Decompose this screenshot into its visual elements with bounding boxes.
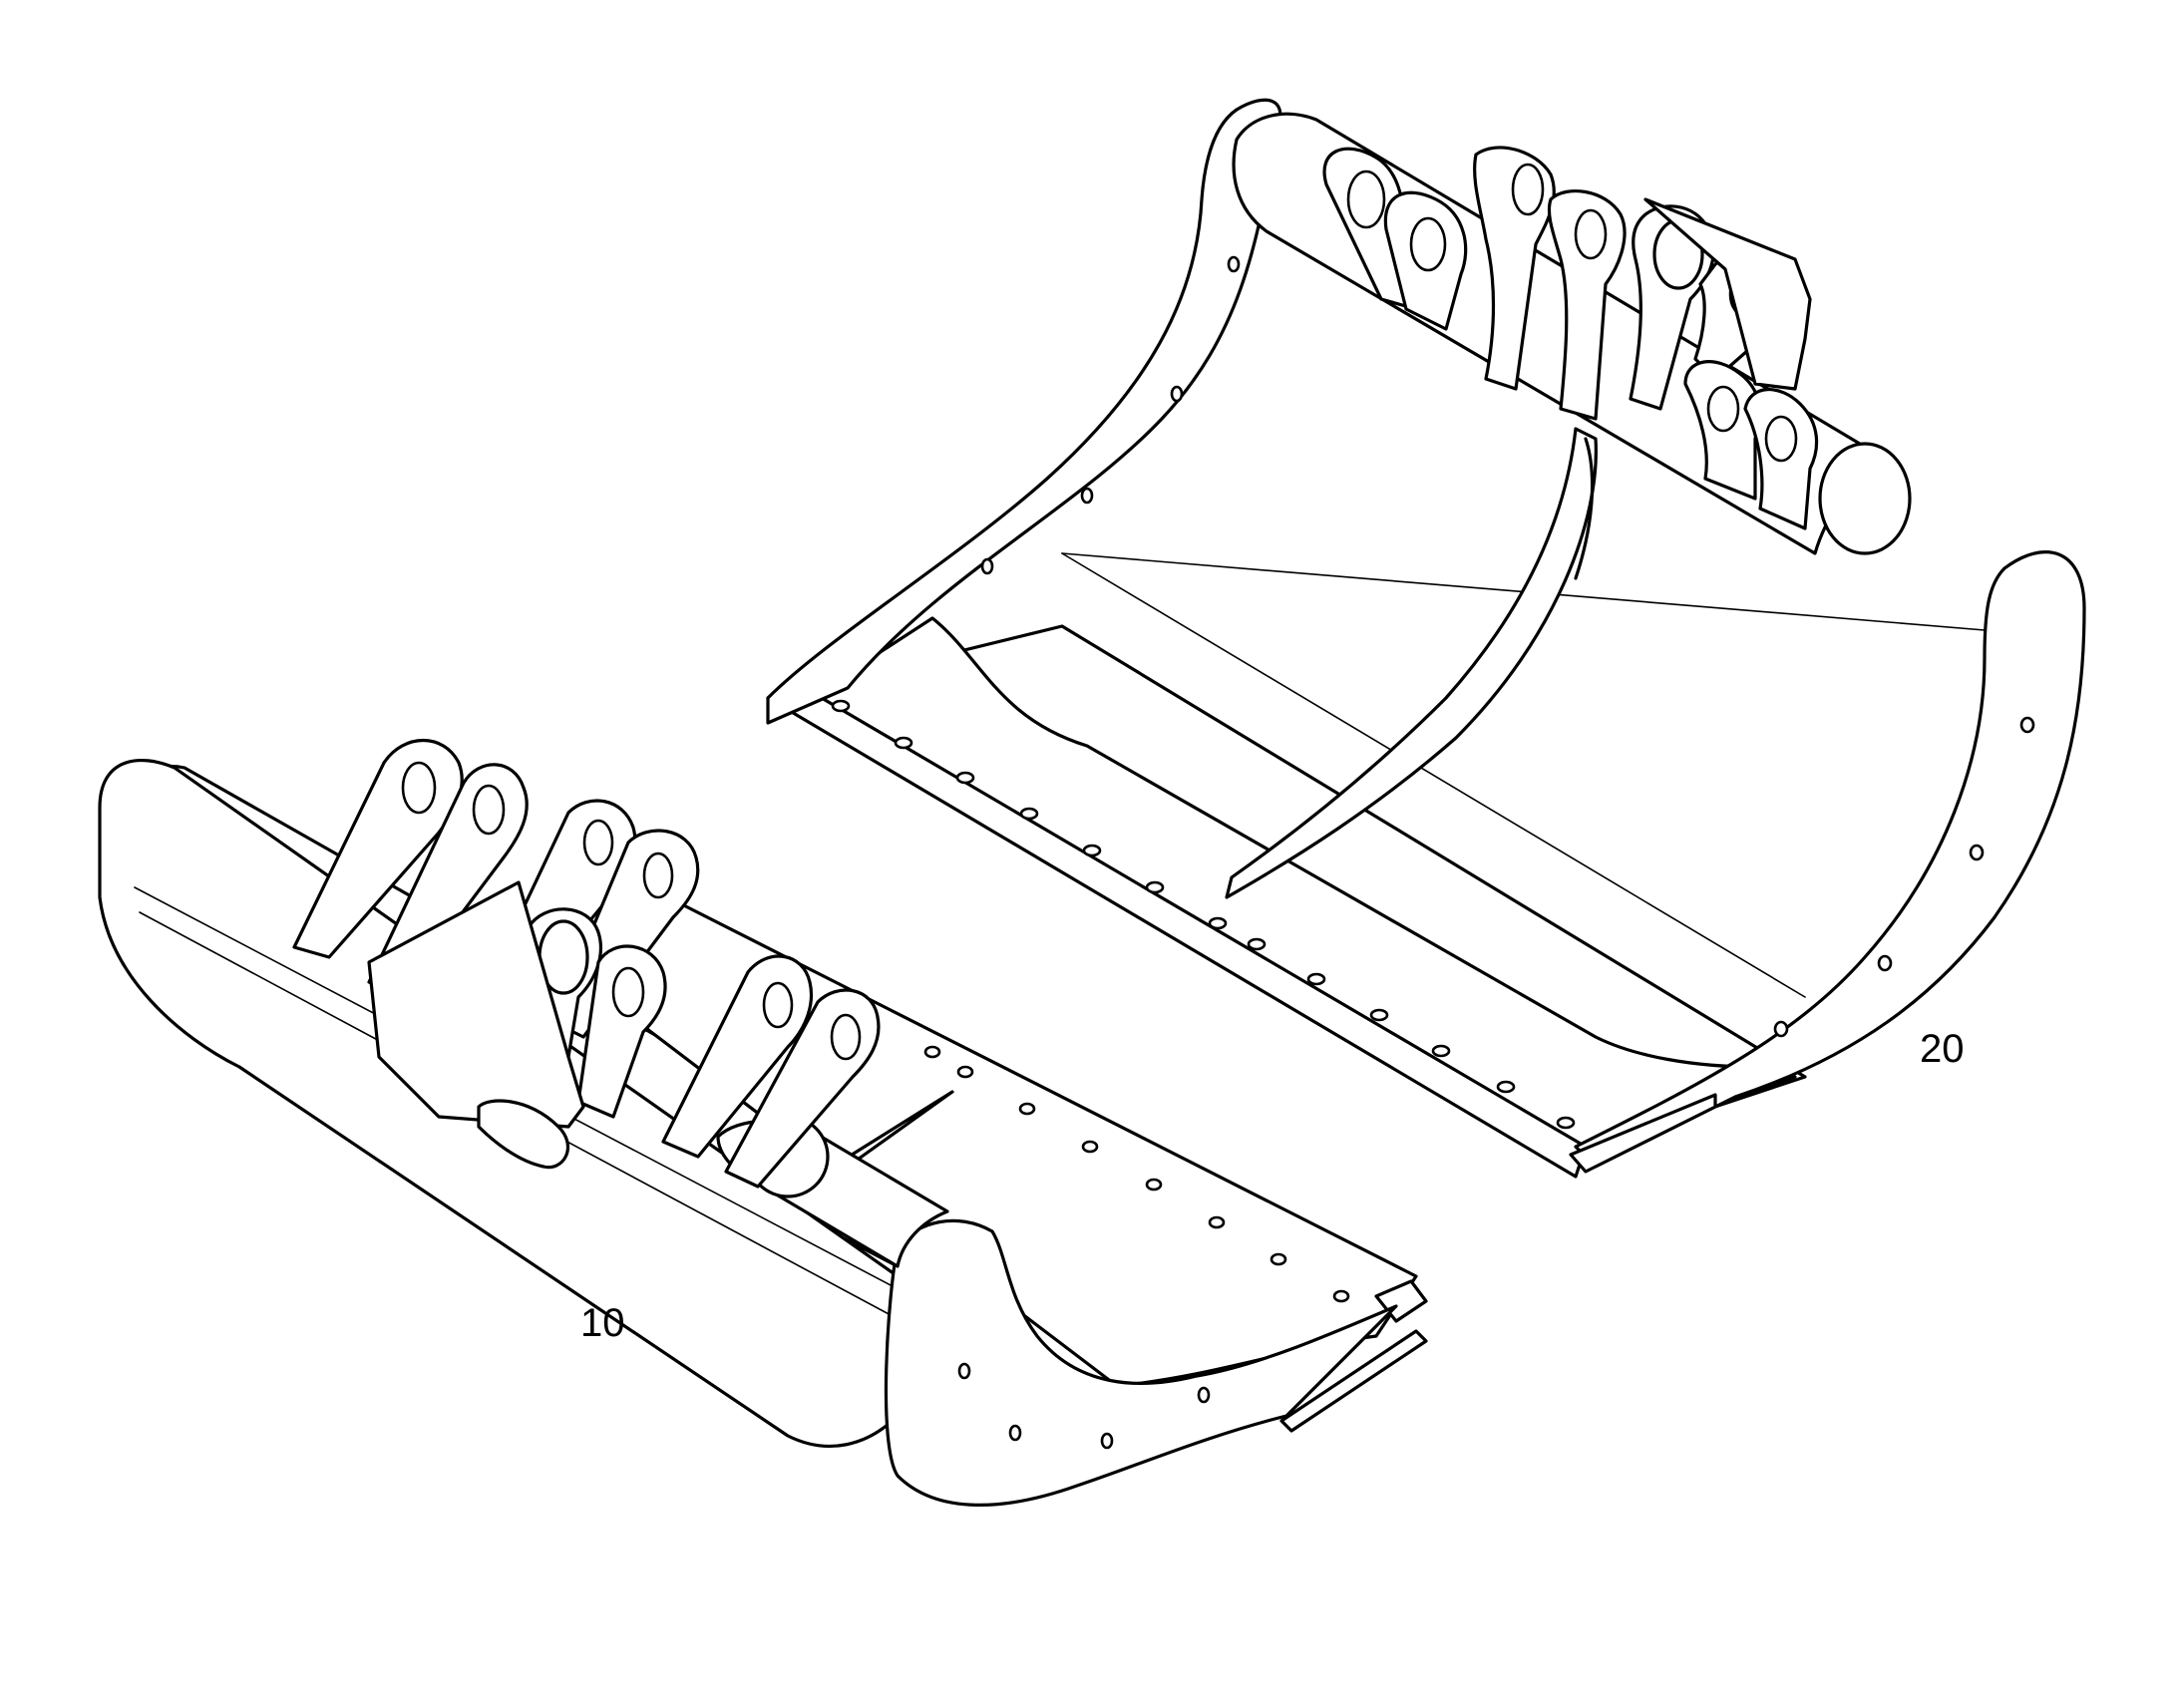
bucket-10-floor-holes xyxy=(923,1045,1350,1303)
bucket-20-centre-rib xyxy=(1225,427,1598,899)
bucket-20-hinge-lugs xyxy=(1322,146,1819,530)
bucket-10-coupler-bracket xyxy=(477,1099,570,1170)
bucket-20-left-plate-holes xyxy=(980,255,1241,575)
bucket-20-right-plate-holes xyxy=(1773,716,2035,1038)
bucket-20 xyxy=(766,98,2086,1179)
label-20: 20 xyxy=(1920,1027,1965,1071)
bucket-20-left-side-plate xyxy=(766,98,1282,725)
bucket-10 xyxy=(98,739,1428,1507)
bucket-10-side-plate-holes xyxy=(957,1362,1211,1450)
bucket-10-coupler-plate xyxy=(367,880,585,1129)
label-10: 10 xyxy=(580,1301,625,1345)
bucket-20-corner-cutter xyxy=(1569,1093,1717,1174)
bucket-20-edge-bolt-holes xyxy=(831,699,1576,1130)
bucket-10-edge-tip xyxy=(1279,1329,1428,1433)
bucket-20-right-side-plate xyxy=(1574,550,2086,1169)
